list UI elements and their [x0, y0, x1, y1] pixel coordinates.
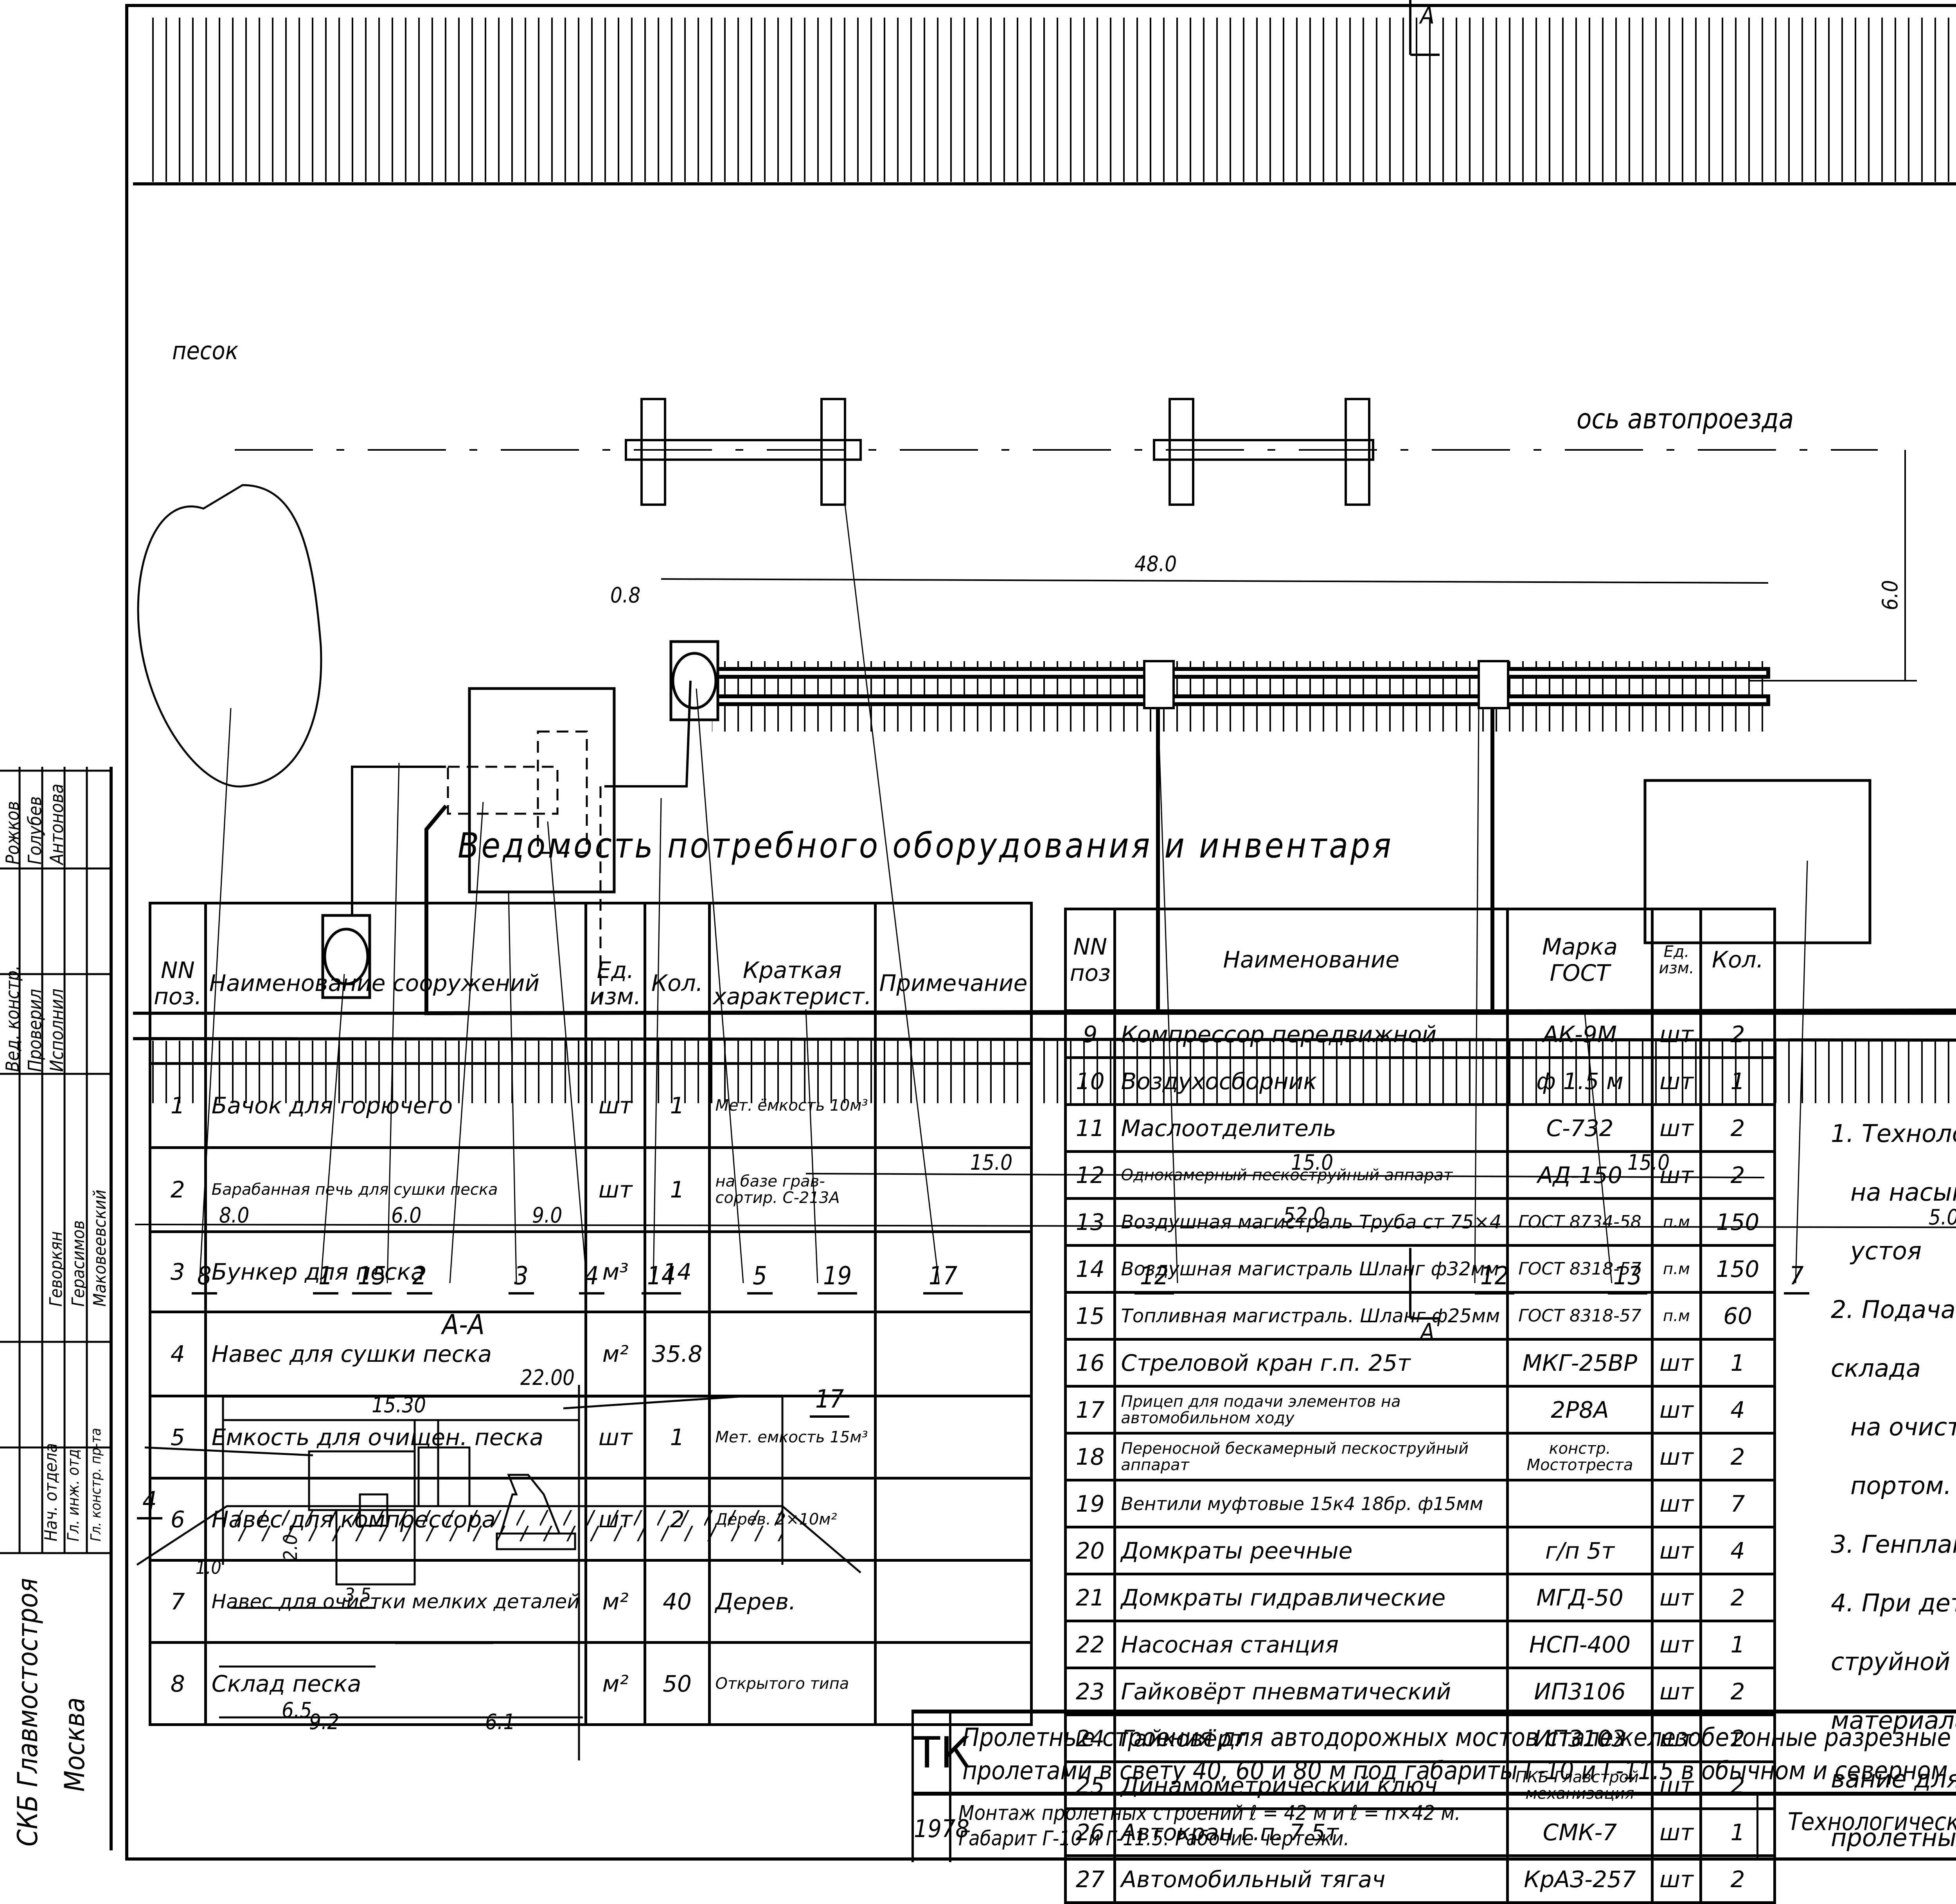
tb-title-1: Пролетные строения для автодорожных мост…: [962, 1723, 1956, 1752]
aa-dim-22: 22.00: [520, 1365, 575, 1390]
aa-dim-1-0: 1.0: [196, 1557, 221, 1578]
sand-pile-label: песок: [172, 336, 239, 365]
col-unit: Ед. изм.: [1650, 908, 1702, 1012]
col-name: Наименование: [1113, 908, 1509, 1012]
col-qty: Кол.: [644, 902, 711, 1065]
aa-dim-3-5: 3.5: [344, 1584, 371, 1606]
tb-title-2: пролетами в свету 40, 60 и 80 м под габа…: [962, 1757, 1956, 1785]
aa-dim-6-5: 6.5: [282, 1698, 312, 1722]
note-line: на очистку и далее на монтаж осуществляе…: [1850, 1413, 1956, 1441]
note-line: 1. Технологическая линия пескоструйной о…: [1831, 1119, 1956, 1148]
aa-dim-2-0: 2.0: [280, 1534, 302, 1561]
note-line: 2. Подача элементов металлоконструкций с…: [1831, 1295, 1956, 1383]
aa-callout-4: 4: [137, 1487, 162, 1519]
col-qty: Кол.: [1699, 908, 1776, 1012]
tb-code: ТК: [911, 1713, 971, 1792]
section-marker-top: A: [1420, 2, 1435, 29]
structures-table: NN поз. Наименование сооружений Ед. изм.…: [149, 902, 1033, 1726]
col-spec: Краткая характерист.: [708, 902, 877, 1065]
tb-year: 1978: [911, 1792, 969, 1862]
schedule-title: Ведомость потребного оборудования и инве…: [458, 825, 1393, 866]
road-axis-label: ось автопроезда: [1577, 403, 1794, 435]
col-pos: NN поз: [1064, 908, 1116, 1012]
note-line: пролетных строений.": [1831, 1823, 1956, 1852]
tb-sub-1: Монтаж пролетных строений ℓ = 42 м и ℓ =…: [958, 1802, 1461, 1825]
note-line: 3. Генплан строительной площадки см. на …: [1831, 1530, 1956, 1559]
signature-grid: [0, 767, 110, 1554]
aa-dim-6-1: 6.1: [485, 1710, 516, 1734]
aa-dim-15-30: 15.30: [372, 1393, 426, 1417]
callout-7: 7: [1784, 1262, 1809, 1295]
aa-dim-9-2: 9.2: [309, 1710, 340, 1734]
dim-0-8: 0.8: [610, 583, 641, 608]
signature-strip: Вед. констр. Проверил Исполнил Рожков Го…: [0, 767, 113, 1850]
dim-5-right: 5.0: [1929, 1205, 1956, 1230]
title-block: ТК 1978 Пролетные строения для автодорож…: [911, 1710, 1956, 1862]
section-aa-title: А-А: [442, 1309, 485, 1341]
col-brand: Марка ГОСТ: [1506, 908, 1654, 1012]
drawing-frame: [125, 4, 1956, 1861]
notes-block: Примечания: 1. Технологическая линия пес…: [1831, 1056, 1956, 1867]
note-line: 4. При детальной разработке технологичес…: [1831, 1589, 1956, 1617]
note-line: портом.: [1850, 1471, 1952, 1500]
tb-drawing-name: Технологическая линия пескоструйной очис…: [1788, 1807, 1956, 1836]
note-line: струйной очистки и укрупнительной сборки…: [1831, 1647, 1956, 1676]
dim-6-0: 6.0: [1878, 580, 1902, 610]
aa-callout-17: 17: [810, 1385, 850, 1418]
dim-48: 48.0: [1134, 552, 1177, 576]
note-line: вание для пескоструйной очистки элементо…: [1831, 1765, 1956, 1793]
col-note: Примечание: [874, 902, 1033, 1065]
col-name: Наименование сооружений: [204, 902, 587, 1065]
note-line: на насыпи подхода, отсыпанной до верха п…: [1850, 1178, 1956, 1265]
col-unit: Ед. изм.: [584, 902, 647, 1065]
col-pos: NN поз.: [149, 902, 207, 1065]
tb-sub-2: Габарит Г-10 и Г-11.5. Рабочие чертежи.: [958, 1827, 1350, 1850]
equipment-table: NN поз Наименование Марка ГОСТ Ед. изм. …: [1064, 908, 1776, 1904]
